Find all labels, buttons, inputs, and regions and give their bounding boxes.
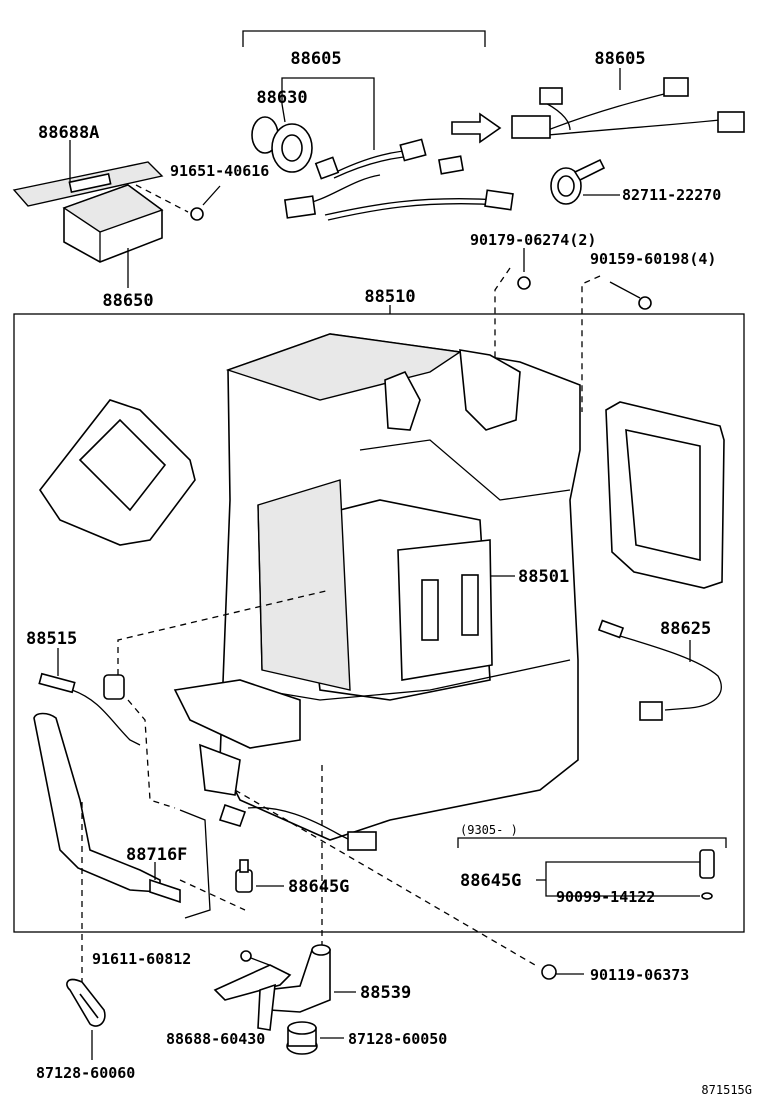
pressure-switch-left	[179, 859, 253, 911]
base-bracket-left	[173, 679, 301, 796]
label-91611-60812: 91611-60812	[92, 950, 191, 968]
wire-harness-88605-right	[511, 77, 745, 139]
label-90159-60198: 90159-60198(4)	[590, 250, 716, 268]
sensor-88515	[38, 672, 141, 746]
label-90119-06373: 90119-06373	[590, 966, 689, 984]
leader-88630	[281, 103, 286, 123]
label-88605-center: 88605	[290, 49, 341, 69]
dash-90179	[494, 267, 511, 390]
label-88645G-right: 88645G	[460, 871, 521, 891]
wire-bottom-center	[218, 803, 377, 851]
label-88605-right: 88605	[594, 49, 645, 69]
control-module-88650	[62, 184, 164, 263]
leader-88645G-right	[536, 861, 700, 897]
group-bracket-top	[242, 30, 486, 47]
screw-90159	[609, 281, 652, 310]
label-88688-60430: 88688-60430	[166, 1030, 265, 1048]
pressure-switch-right	[699, 849, 715, 900]
label-87128-60050: 87128-60050	[348, 1030, 447, 1048]
duct-left	[39, 399, 196, 546]
grommet-88630	[251, 116, 313, 173]
label-88650: 88650	[102, 291, 153, 311]
assembly-frame-88510	[13, 313, 745, 933]
label-88645G-left: 88645G	[288, 877, 349, 897]
label-88688A: 88688A	[38, 123, 99, 143]
bolt-90119	[541, 964, 584, 980]
label-87128-60060: 87128-60060	[36, 1064, 135, 1082]
screw-91651	[135, 184, 221, 221]
leader-88605-center	[281, 77, 375, 150]
label-88515: 88515	[26, 629, 77, 649]
grommet-87128-60060	[66, 978, 106, 1027]
sensor-88625	[597, 619, 722, 721]
bolt-90179	[517, 248, 531, 290]
label-90179-06274: 90179-06274(2)	[470, 231, 596, 249]
duct-right	[605, 401, 725, 589]
label-88716F: 88716F	[126, 845, 187, 865]
connector-left	[103, 589, 331, 809]
dash-to-90119	[234, 789, 536, 966]
label-88625: 88625	[660, 619, 711, 639]
bracket-88688-60430	[213, 964, 292, 1031]
label-9305: (9305- )	[460, 823, 518, 837]
screw-91611	[240, 950, 273, 967]
label-91651-40616: 91651-40616	[170, 162, 269, 180]
pipe-88539	[265, 944, 331, 1013]
figure-id: 871515G	[701, 1083, 752, 1097]
bracket-plate-88688A	[12, 161, 164, 207]
wire-harness-88605-center	[283, 138, 514, 221]
hose-88716F	[33, 712, 211, 919]
hvac-unit-body	[219, 333, 581, 841]
label-88510: 88510	[364, 287, 415, 307]
label-88539: 88539	[360, 983, 411, 1003]
bracket-9305	[457, 837, 727, 848]
label-90099-14122: 90099-14122	[556, 888, 655, 906]
grommet-87128-60050	[286, 1021, 318, 1055]
label-88630: 88630	[256, 88, 307, 108]
direction-arrow	[451, 112, 502, 144]
label-88501: 88501	[518, 567, 569, 587]
clamp-82711	[550, 158, 606, 205]
dash-90159	[581, 275, 601, 412]
label-82711-22270: 82711-22270	[622, 186, 721, 204]
